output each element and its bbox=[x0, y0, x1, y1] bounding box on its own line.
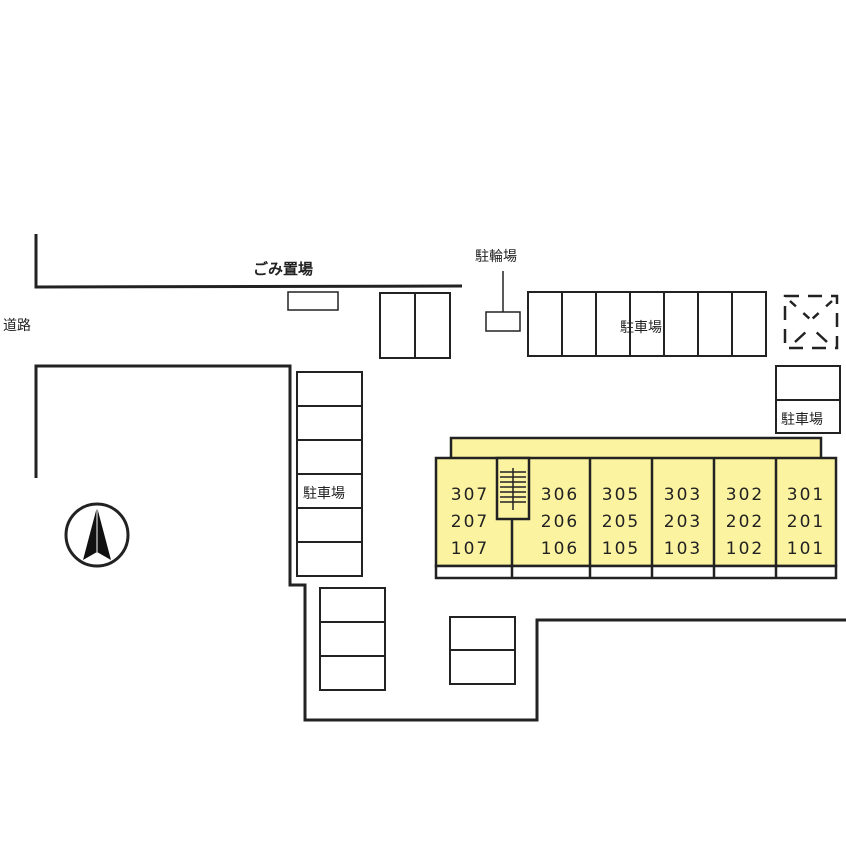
unit-number: 206 bbox=[541, 512, 579, 532]
building bbox=[434, 436, 838, 580]
garbage-label: ごみ置場 bbox=[253, 260, 313, 278]
north-compass-icon bbox=[64, 502, 130, 568]
parking-stalls-top-right bbox=[527, 291, 767, 357]
unit-number: 202 bbox=[726, 512, 764, 532]
parking-stalls bbox=[287, 271, 841, 691]
unit-number: 302 bbox=[726, 485, 764, 505]
unit-number: 107 bbox=[451, 539, 489, 559]
unit-number: 306 bbox=[541, 485, 579, 505]
road-edge-top bbox=[34, 234, 463, 289]
unit-number: 105 bbox=[602, 539, 640, 559]
unit-number: 203 bbox=[664, 512, 702, 532]
unit-number: 106 bbox=[541, 539, 579, 559]
bicycle-parking-label: 駐輪場 bbox=[475, 248, 517, 265]
unit-number: 307 bbox=[451, 485, 489, 505]
parking-label-left: 駐車場 bbox=[303, 485, 345, 502]
boundary-lines bbox=[34, 234, 846, 722]
road-label: 道路 bbox=[3, 318, 31, 334]
unit-number: 201 bbox=[787, 512, 825, 532]
parking-label-top: 駐車場 bbox=[620, 319, 662, 336]
unit-number: 305 bbox=[602, 485, 640, 505]
site-boundary bbox=[34, 364, 846, 722]
unit-number: 101 bbox=[787, 539, 825, 559]
garbage-box bbox=[287, 291, 339, 311]
bicycle-box bbox=[485, 311, 521, 332]
unit-labels: 307 207 107 306 206 106 305 205 105 303 203 103 302 2… bbox=[451, 485, 825, 559]
parking-label-right: 駐車場 bbox=[781, 411, 823, 428]
unit-number: 102 bbox=[726, 539, 764, 559]
unit-number: 205 bbox=[602, 512, 640, 532]
unit-number: 303 bbox=[664, 485, 702, 505]
empty-lot-marker bbox=[783, 294, 839, 350]
unit-number: 207 bbox=[451, 512, 489, 532]
unit-number: 103 bbox=[664, 539, 702, 559]
parking-stalls-bottom-left bbox=[319, 587, 386, 691]
unit-number: 301 bbox=[787, 485, 825, 505]
